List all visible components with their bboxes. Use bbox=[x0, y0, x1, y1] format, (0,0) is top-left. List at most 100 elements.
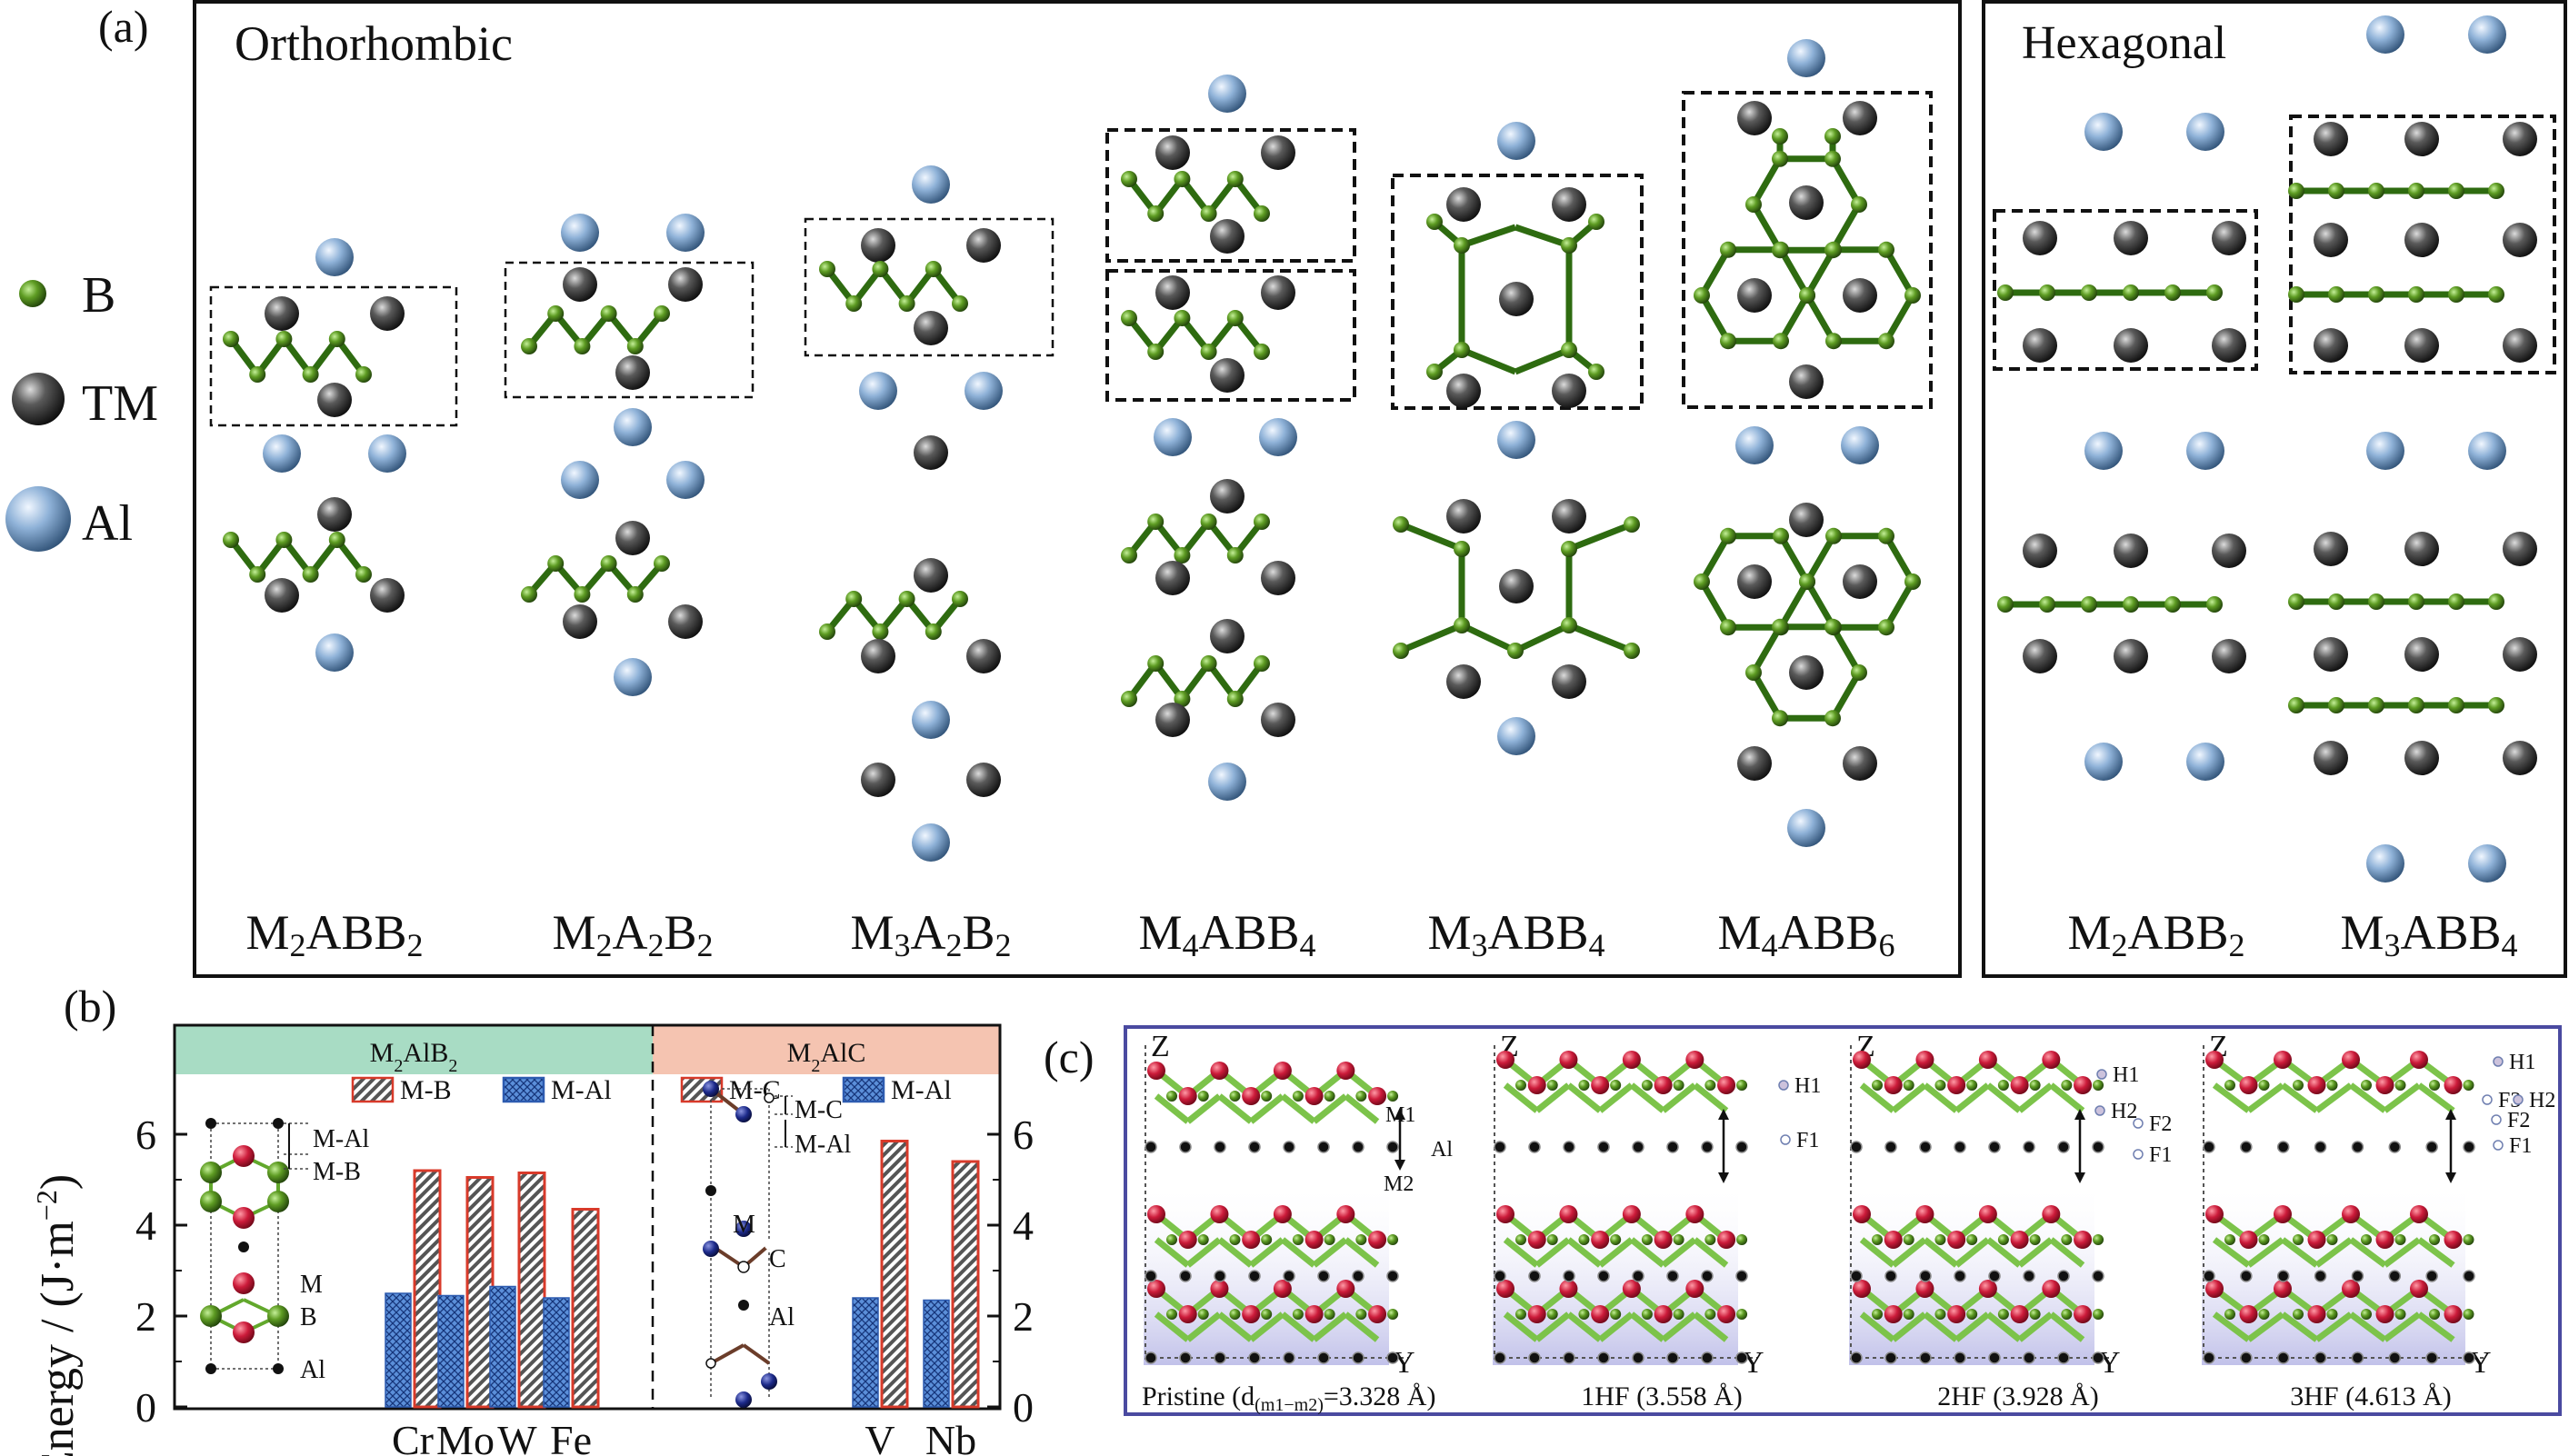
c-atom bbox=[765, 1241, 774, 1250]
tm-atom bbox=[615, 355, 650, 390]
panel-a: (a) Orthorhombic Hexagonal B TM Al M2ABB… bbox=[5, 0, 2567, 978]
b-atom bbox=[1772, 618, 1788, 635]
b-atom bbox=[1878, 619, 1894, 636]
b-atom bbox=[1641, 1234, 1653, 1245]
legend-tm-label: TM bbox=[82, 375, 158, 432]
b-atom bbox=[1254, 655, 1270, 672]
boron-network bbox=[2314, 1082, 2354, 1113]
b-atom bbox=[1878, 527, 1894, 544]
al-atom bbox=[1735, 1351, 1748, 1364]
boron-network bbox=[1566, 1311, 1603, 1342]
b-atom bbox=[1147, 205, 1165, 222]
b-atom bbox=[2488, 183, 2504, 199]
hexagonal-structure-name: M3ABB4 bbox=[2340, 905, 2517, 963]
b-atom bbox=[1745, 664, 1762, 681]
b-atom bbox=[1292, 1234, 1304, 1245]
al-atom bbox=[1954, 1141, 1966, 1153]
metal-atom bbox=[2274, 1051, 2292, 1069]
boron-network bbox=[1217, 1311, 1254, 1342]
b-atom bbox=[1197, 1234, 1209, 1245]
b-atom bbox=[1324, 1309, 1335, 1320]
b-atom bbox=[1454, 617, 1470, 633]
y-tick-label-right: 2 bbox=[1013, 1293, 1034, 1340]
tm-atom bbox=[1789, 185, 1824, 220]
al-atom bbox=[2366, 432, 2404, 470]
bar-m-c bbox=[951, 1160, 980, 1409]
b-atom bbox=[1872, 1080, 1883, 1091]
hexagonal-box bbox=[1982, 0, 2567, 978]
boron-network bbox=[1985, 1237, 2022, 1268]
tm-atom bbox=[265, 578, 299, 613]
metal-atom bbox=[1178, 1305, 1197, 1323]
b-atom bbox=[1229, 1234, 1241, 1245]
al-atom bbox=[1597, 1270, 1610, 1282]
boron-network bbox=[1154, 1237, 1190, 1268]
metal-atom bbox=[2375, 1076, 2394, 1094]
boron-network bbox=[1312, 1311, 1348, 1342]
al-atom bbox=[1352, 1351, 1364, 1364]
legend-m-b-label: M-B bbox=[400, 1075, 452, 1105]
boron-network bbox=[1693, 1311, 1729, 1342]
inset-al-label: Al bbox=[300, 1356, 325, 1384]
tm-atom bbox=[1446, 187, 1481, 222]
metal-atom bbox=[1622, 1051, 1641, 1069]
al-atom bbox=[1919, 1270, 1932, 1282]
b-atom bbox=[1561, 541, 1577, 557]
b-atom bbox=[2361, 1080, 2372, 1091]
b-atom bbox=[1772, 150, 1788, 167]
b-atom bbox=[2061, 1080, 2073, 1091]
tm-atom bbox=[2314, 328, 2348, 363]
boron-network bbox=[2348, 1311, 2387, 1342]
b-atom bbox=[1546, 1309, 1558, 1320]
metal-atom bbox=[2010, 1231, 2029, 1249]
f-atom bbox=[2133, 1118, 2144, 1129]
b-atom bbox=[1588, 364, 1604, 380]
b-atom bbox=[1200, 205, 1217, 222]
tm-atom bbox=[861, 639, 895, 673]
b-atom bbox=[1226, 310, 1244, 326]
b-atom bbox=[2328, 593, 2344, 610]
al-atom bbox=[205, 1118, 216, 1129]
tm-atom bbox=[1789, 655, 1824, 690]
b-atom bbox=[2328, 183, 2344, 199]
b-atom bbox=[1736, 1234, 1748, 1245]
boron-network bbox=[2049, 1082, 2085, 1113]
b-b-bond bbox=[825, 265, 963, 307]
b-atom bbox=[1934, 1080, 1946, 1091]
metal-atom bbox=[1242, 1087, 1261, 1105]
b-atom bbox=[2123, 596, 2139, 613]
metal-atom bbox=[2074, 1076, 2093, 1094]
orthorhombic-title: Orthorhombic bbox=[235, 16, 513, 71]
b-atom bbox=[1673, 1234, 1684, 1245]
metal-atom bbox=[1496, 1051, 1514, 1069]
legend-tm-atom bbox=[12, 373, 65, 425]
boron-network bbox=[2383, 1311, 2422, 1342]
tm-atom bbox=[2404, 637, 2439, 672]
b-atom bbox=[1174, 171, 1191, 187]
b-atom bbox=[2448, 697, 2464, 713]
tm-atom bbox=[668, 604, 703, 639]
b-atom bbox=[2206, 596, 2223, 613]
al-atom bbox=[2084, 113, 2123, 151]
atom-tag: H1 bbox=[2113, 1063, 2139, 1087]
z-axis-label: Z bbox=[1151, 1030, 1170, 1063]
panel-b-label: (b) bbox=[64, 981, 116, 1032]
b-atom bbox=[1454, 541, 1470, 557]
b-atom bbox=[2258, 1234, 2270, 1245]
b-atom bbox=[2394, 1309, 2406, 1320]
metal-atom bbox=[2410, 1051, 2428, 1069]
al-atom bbox=[2240, 1270, 2253, 1282]
al-atom bbox=[666, 461, 705, 499]
m-atom bbox=[735, 1221, 752, 1237]
snapshot-caption: Pristine (d(m1−m2)=3.328 Å) bbox=[1142, 1381, 1435, 1415]
b-atom bbox=[1872, 1234, 1883, 1245]
b-atom bbox=[547, 555, 565, 572]
b-atom bbox=[1578, 1234, 1590, 1245]
y-axis-label: Y bbox=[1742, 1346, 1764, 1380]
al-atom bbox=[1563, 1270, 1575, 1282]
b-atom bbox=[1226, 171, 1244, 187]
atom-tag: H2 bbox=[2529, 1089, 2555, 1112]
boron-network bbox=[1629, 1311, 1665, 1342]
tm-atom bbox=[1789, 364, 1824, 399]
